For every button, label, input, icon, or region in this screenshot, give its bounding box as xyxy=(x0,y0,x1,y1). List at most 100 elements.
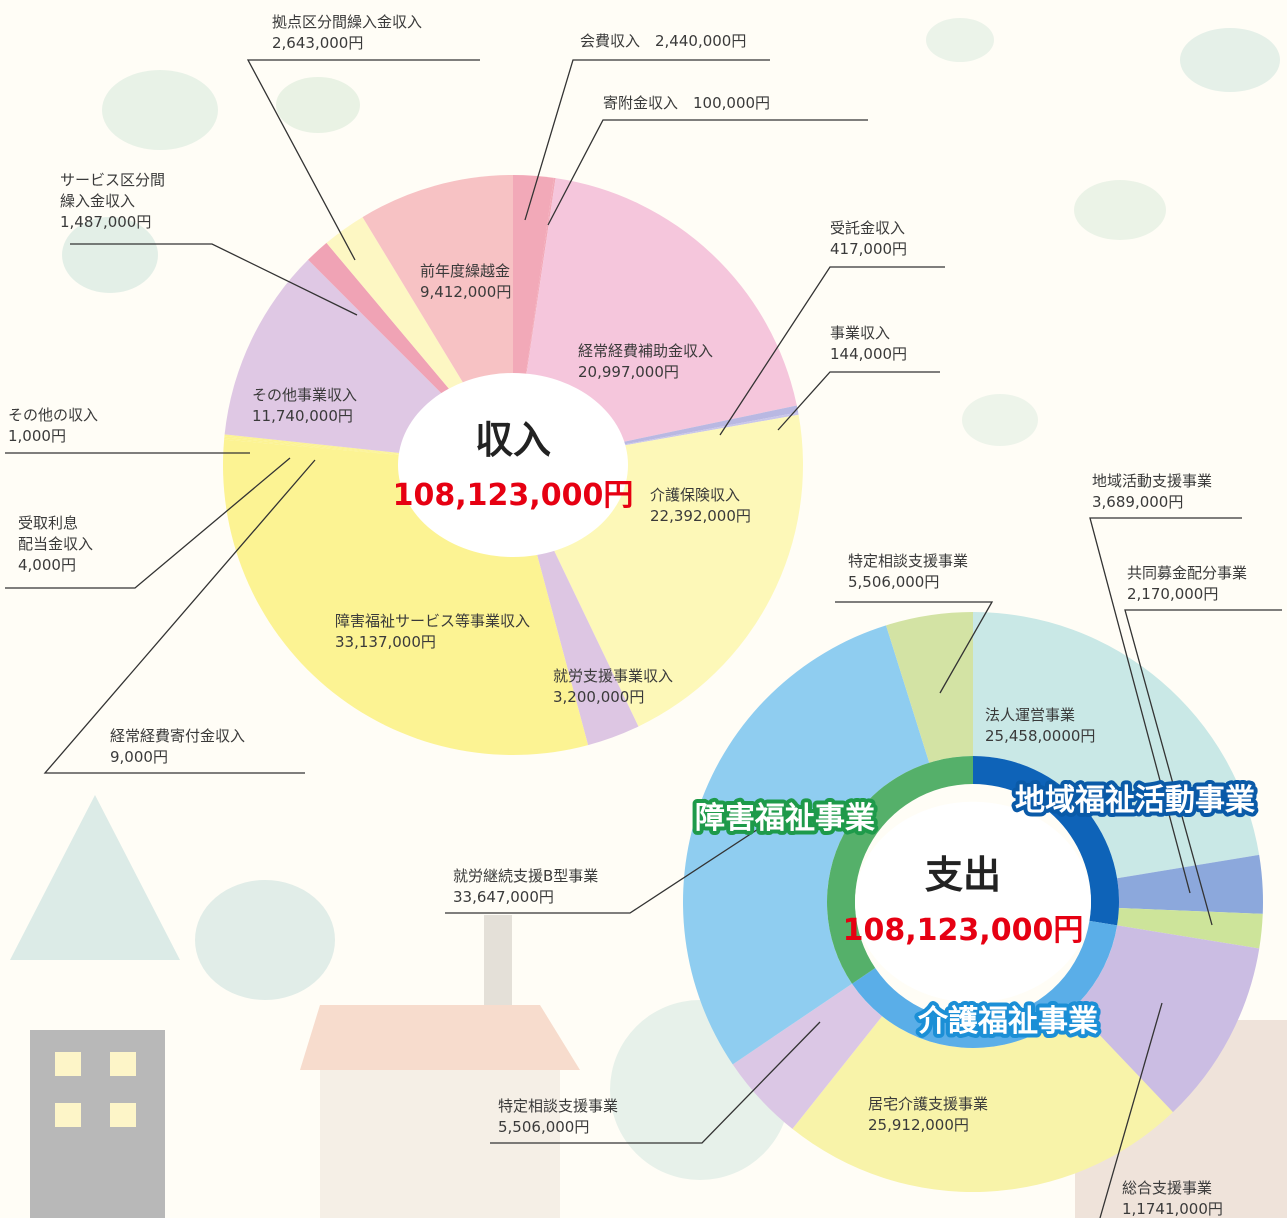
slice-label-line: 特定相談支援事業 xyxy=(498,1097,618,1115)
slice-label-line: 法人運営事業 xyxy=(985,706,1075,724)
disability-group-label: 障害福祉事業 xyxy=(695,801,875,836)
window-decoration xyxy=(55,1052,81,1076)
slice-label-line: 前年度繰越金 xyxy=(420,262,510,280)
expense-slice xyxy=(886,612,973,763)
slice-label-line: 受取利息 xyxy=(18,514,78,532)
slice-label-line: 2,170,000円 xyxy=(1127,585,1218,603)
expense-group-ring xyxy=(852,920,1118,1048)
slice-label: 特定相談支援事業 5,506,000円 xyxy=(498,1097,618,1136)
leader-line xyxy=(835,601,994,694)
tree-decoration xyxy=(195,880,335,1000)
slice-label-line: 経常経費補助金収入 xyxy=(578,342,713,360)
slice-label-line: 事業収入 xyxy=(830,324,890,342)
slice-label-line: 22,392,000円 xyxy=(650,507,751,525)
expense-slice xyxy=(732,983,883,1129)
slice-label-line: 就労支援事業収入 xyxy=(553,667,673,685)
income-title: 収入 xyxy=(475,418,551,462)
window-decoration xyxy=(55,1103,81,1127)
leader-line xyxy=(490,1021,821,1144)
leader-line xyxy=(43,459,316,774)
slice-label: 法人運営事業 25,458,0000円 xyxy=(985,706,1095,745)
slice-label-line: 25,458,0000円 xyxy=(985,727,1095,745)
slice-label-line: 33,647,000円 xyxy=(453,888,554,906)
window-decoration xyxy=(110,1052,136,1076)
slice-label-line: 経常経費寄付金収入 xyxy=(110,727,245,745)
slice-label-line: 1,1741,000円 xyxy=(1122,1200,1223,1218)
slice-label-line: 介護保険収入 xyxy=(650,486,740,504)
slice-label: 総合支援事業 1,1741,000円 xyxy=(1122,1179,1223,1218)
regional-group-label: 地域福祉活動事業 xyxy=(1015,783,1255,818)
tree-decoration xyxy=(10,795,180,960)
slice-label-line: 33,137,000円 xyxy=(335,633,436,651)
slice-label-line: サービス区分間 xyxy=(60,171,165,189)
expense-slice xyxy=(1117,907,1263,949)
expense-slice xyxy=(792,1007,1173,1192)
slice-label-line: 拠点区分間繰入金収入 xyxy=(272,13,422,31)
expense-title: 支出 xyxy=(925,853,1001,897)
slice-label: 就労継続支援B型事業 33,647,000円 xyxy=(453,867,598,906)
slice-label-line: 居宅介護支援事業 xyxy=(868,1095,988,1113)
building-decoration xyxy=(30,1030,165,1218)
slice-label-line: 9,412,000円 xyxy=(420,283,511,301)
slice-label-line: 配当金収入 xyxy=(18,535,93,553)
chimney-decoration xyxy=(484,915,512,1005)
slice-label-line: 収入 xyxy=(475,418,551,462)
leader-line xyxy=(777,371,940,431)
slice-label-line: 20,997,000円 xyxy=(578,363,679,381)
expense-slice xyxy=(973,612,1260,879)
leader-line xyxy=(1124,609,1282,926)
slice-label: 介護保険収入 22,392,000円 xyxy=(650,486,751,525)
slice-label: 経常経費補助金収入 20,997,000円 xyxy=(578,342,713,381)
slice-label-line: 支出 xyxy=(925,853,1001,897)
leaf-decoration xyxy=(62,217,158,293)
slice-label: 障害福祉サービス等事業収入 33,137,000円 xyxy=(335,612,530,651)
window-decoration xyxy=(110,1103,136,1127)
slice-label-line: 2,643,000円 xyxy=(272,34,363,52)
slice-label-line: 繰入金収入 xyxy=(60,192,135,210)
expense-total: 108,123,000円 xyxy=(843,913,1084,948)
slice-label-line: 1,000円 xyxy=(8,427,66,445)
slice-label-line: 1,487,000円 xyxy=(60,213,151,231)
expense-group-ring xyxy=(826,756,973,984)
leader-line xyxy=(1099,1002,1163,1218)
slice-label-line: 就労継続支援B型事業 xyxy=(453,867,598,885)
expense-slice xyxy=(1117,854,1263,914)
leader-line xyxy=(5,457,291,589)
leaf-decoration xyxy=(926,18,994,62)
slice-label: 拠点区分間繰入金収入 2,643,000円 xyxy=(272,13,422,52)
leader-line xyxy=(70,243,358,316)
slice-label-line: 11,740,000円 xyxy=(252,407,353,425)
slice-label-line: 3,689,000円 xyxy=(1092,493,1183,511)
slice-label: 共同募金配分事業 2,170,000円 xyxy=(1127,564,1247,603)
slice-label: 会費収入 2,440,000円 xyxy=(580,32,746,50)
leader-line xyxy=(1089,517,1242,894)
income-center xyxy=(398,373,628,557)
slice-label-line: 9,000円 xyxy=(110,748,168,766)
slice-label: 寄附金収入 100,000円 xyxy=(603,94,770,112)
slice-label: 就労支援事業収入 3,200,000円 xyxy=(553,667,673,706)
leaf-decoration xyxy=(1074,180,1166,240)
slice-label: 経常経費寄付金収入 9,000円 xyxy=(110,727,245,766)
house-decoration xyxy=(320,1070,560,1218)
slice-label: 前年度繰越金 9,412,000円 xyxy=(420,262,511,301)
slice-label: 居宅介護支援事業 25,912,000円 xyxy=(868,1095,988,1134)
slice-label-line: 5,506,000円 xyxy=(498,1118,589,1136)
slice-label: サービス区分間繰入金収入 1,487,000円 xyxy=(60,171,165,231)
leader-line xyxy=(246,59,480,261)
leaf-decoration xyxy=(276,77,360,133)
leader-line xyxy=(445,817,776,914)
slice-label-line: 417,000円 xyxy=(830,240,907,258)
slice-label-line: 障害福祉サービス等事業収入 xyxy=(335,612,530,630)
slice-label-line: 共同募金配分事業 xyxy=(1127,564,1247,582)
slice-label-line: 総合支援事業 xyxy=(1122,1179,1212,1197)
roof-decoration xyxy=(300,1005,580,1070)
leader-line xyxy=(719,266,945,436)
slice-label-line: 25,912,000円 xyxy=(868,1116,969,1134)
slice-label-line: 3,200,000円 xyxy=(553,688,644,706)
leaf-decoration xyxy=(102,70,218,150)
